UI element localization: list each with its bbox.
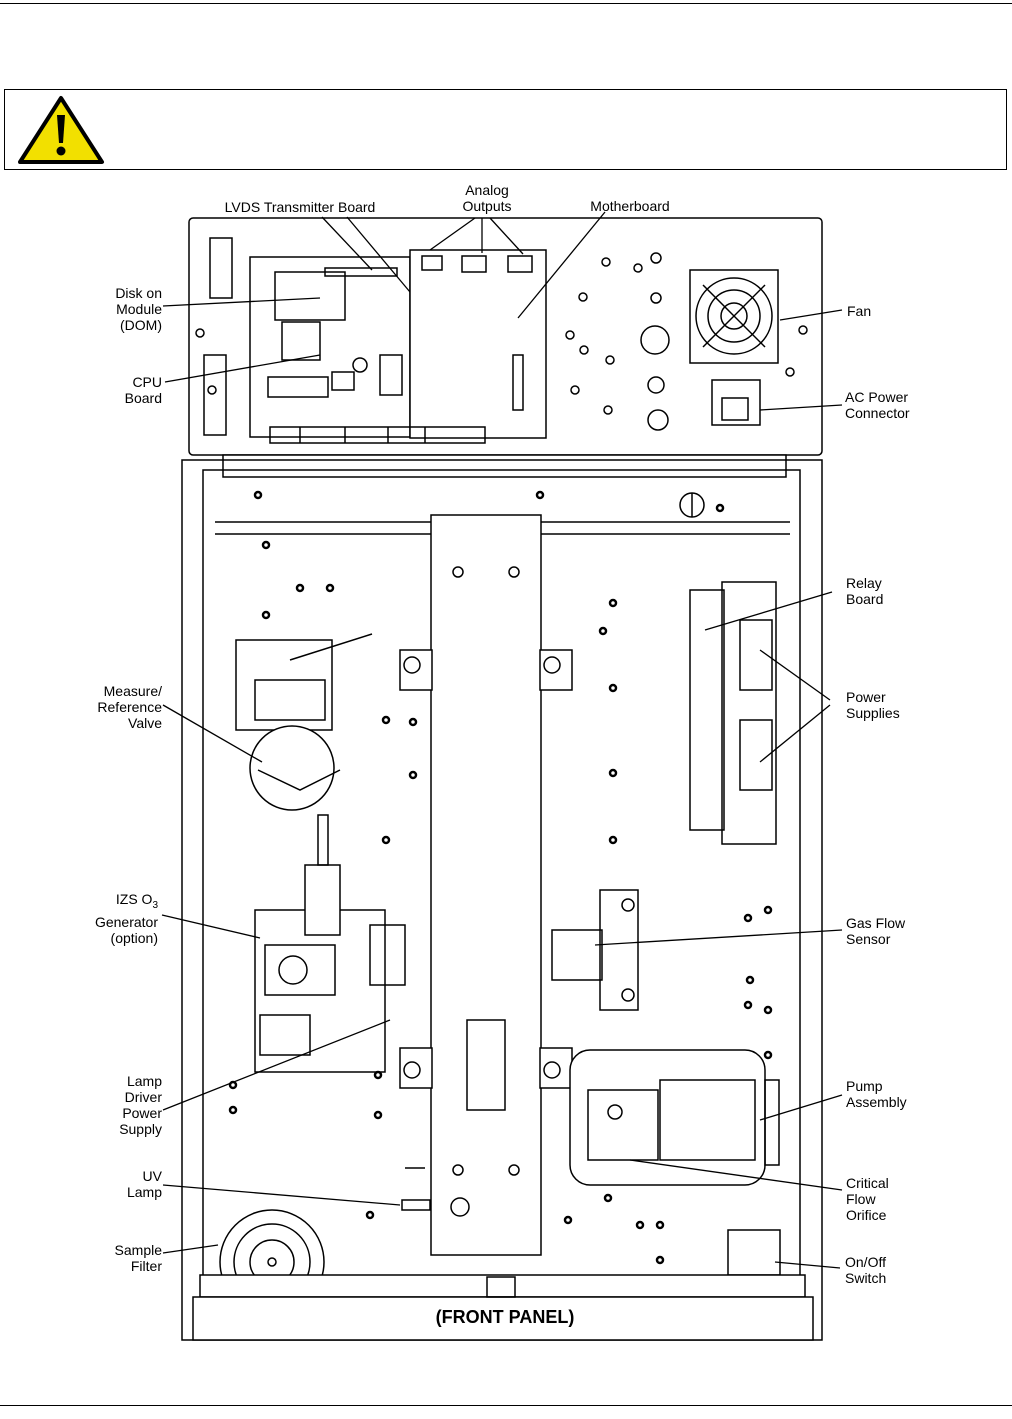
warning-triangle-icon bbox=[18, 96, 104, 164]
label-disk-on-module: Disk on Module (DOM) bbox=[115, 285, 162, 333]
bottom-rule bbox=[0, 1405, 1012, 1406]
label-pump-assembly: Pump Assembly bbox=[846, 1078, 907, 1110]
measure-valve bbox=[249, 725, 335, 811]
label-uv-lamp: UV Lamp bbox=[126, 1168, 162, 1200]
label-izs-o3-generator: IZS O3 Generator (option) bbox=[60, 891, 158, 946]
dom-module bbox=[274, 271, 346, 321]
gas-flow-sensor bbox=[551, 929, 603, 981]
label-sample-filter: Sample Filter bbox=[114, 1242, 162, 1274]
label-front-panel: (FRONT PANEL) bbox=[435, 1307, 575, 1327]
label-lamp-driver-power-supply: Lamp Driver Power Supply bbox=[119, 1073, 162, 1137]
label-gas-flow-sensor: Gas Flow Sensor bbox=[846, 915, 906, 947]
label-fan: Fan bbox=[847, 303, 872, 319]
label-power-supplies: Power Supplies bbox=[846, 689, 900, 721]
label-critical-flow-orifice: Critical Flow Orifice bbox=[846, 1175, 889, 1223]
ac-connector bbox=[711, 379, 761, 426]
onoff-switch bbox=[727, 1229, 781, 1276]
label-on-off-switch: On/Off Switch bbox=[845, 1254, 887, 1286]
front-panel bbox=[192, 1296, 814, 1341]
label-izs-prefix: IZS O bbox=[115, 891, 153, 907]
label-izs-rest: Generator (option) bbox=[94, 913, 158, 946]
top-rule bbox=[0, 3, 1012, 4]
label-cpu-board: CPU Board bbox=[124, 374, 162, 406]
center-cover bbox=[430, 514, 542, 1256]
motherboard bbox=[409, 249, 547, 439]
label-measure-reference-valve: Measure/ Reference Valve bbox=[97, 683, 162, 731]
label-izs-subscript: 3 bbox=[152, 899, 158, 911]
label-relay-board: Relay Board bbox=[846, 575, 884, 607]
label-lvds-transmitter-board: LVDS Transmitter Board bbox=[224, 199, 376, 215]
warning-box bbox=[4, 89, 1007, 170]
relay-board bbox=[721, 581, 777, 845]
label-motherboard: Motherboard bbox=[590, 198, 670, 214]
label-analog-outputs: Analog Outputs bbox=[462, 182, 512, 214]
label-ac-power-connector: AC Power Connector bbox=[845, 389, 910, 421]
